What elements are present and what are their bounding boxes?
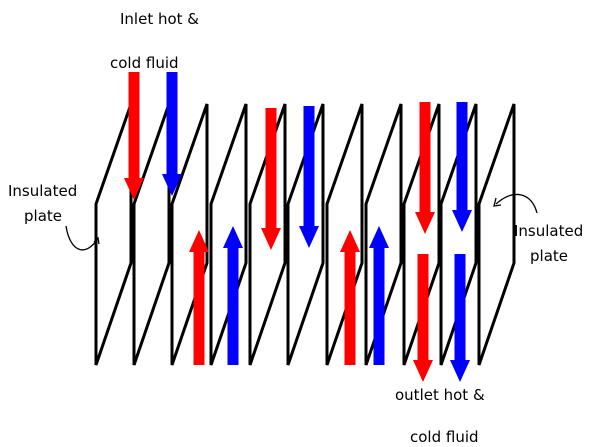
cold-arrow-head: [452, 210, 472, 232]
cold-fluid-outlet-arrow-12: [450, 254, 470, 382]
hot-fluid-outlet-arrow-11: [413, 254, 433, 382]
cold-fluid-channel-arrow-6: [299, 106, 319, 248]
hot-arrow-head: [124, 178, 144, 200]
cold-arrow-shaft: [166, 72, 178, 174]
insulated-plate-right-label-line2: plate: [530, 247, 568, 265]
cold-arrow-shaft: [373, 248, 385, 365]
cold-fluid-inlet-arrow-2: [162, 72, 182, 196]
hot-fluid-channel-arrow-7: [340, 230, 360, 365]
cold-arrow-head: [369, 226, 389, 248]
cold-arrow-head: [162, 174, 182, 196]
plate-8: [364, 103, 403, 366]
inlet-label-line2: cold fluid: [110, 54, 179, 72]
cold-fluid-channel-arrow-8: [369, 226, 389, 365]
plate-6: [286, 103, 325, 366]
hot-arrow-head: [189, 230, 209, 252]
hot-arrow-shaft: [193, 252, 205, 365]
insulated-plate-left-label-line2: plate: [24, 207, 62, 225]
cold-arrow-head: [299, 226, 319, 248]
right-pointer-arrowhead: [493, 197, 502, 207]
plate-11: [477, 103, 516, 366]
cold-arrow-shaft: [227, 248, 239, 365]
cold-arrow-shaft: [454, 254, 466, 360]
hot-fluid-inlet-arrow-1: [124, 72, 144, 200]
hot-arrow-head: [415, 212, 435, 234]
inlet-label-line1: Inlet hot &: [120, 10, 199, 28]
right-pointer-curve: [495, 193, 538, 214]
outlet-label-line1: outlet hot &: [395, 386, 485, 404]
insulated-plate-left-label-line1: Insulated: [8, 182, 77, 200]
hot-fluid-channel-arrow-9: [415, 102, 435, 234]
streams-group: [124, 72, 472, 382]
hot-fluid-channel-arrow-5: [261, 108, 281, 250]
hot-arrow-shaft: [417, 254, 429, 360]
hot-arrow-shaft: [419, 102, 431, 212]
hot-fluid-channel-arrow-3: [189, 230, 209, 365]
cold-arrow-shaft: [303, 106, 315, 226]
hot-arrow-shaft: [128, 72, 140, 178]
plate-1: [94, 103, 133, 366]
insulated-plate-right-label-line1: Insulated: [514, 222, 583, 240]
hot-arrow-head: [340, 230, 360, 252]
left-pointer-curve: [65, 225, 99, 251]
hot-arrow-head: [413, 360, 433, 382]
cold-arrow-shaft: [456, 102, 468, 210]
hot-arrow-shaft: [265, 108, 277, 228]
cold-arrow-head: [450, 360, 470, 382]
hot-arrow-shaft: [344, 252, 356, 365]
hot-arrow-head: [261, 228, 281, 250]
cold-fluid-channel-arrow-10: [452, 102, 472, 232]
outlet-label-line2: cold fluid: [410, 428, 479, 446]
cold-fluid-channel-arrow-4: [223, 226, 243, 365]
cold-arrow-head: [223, 226, 243, 248]
plate-5: [248, 103, 287, 366]
